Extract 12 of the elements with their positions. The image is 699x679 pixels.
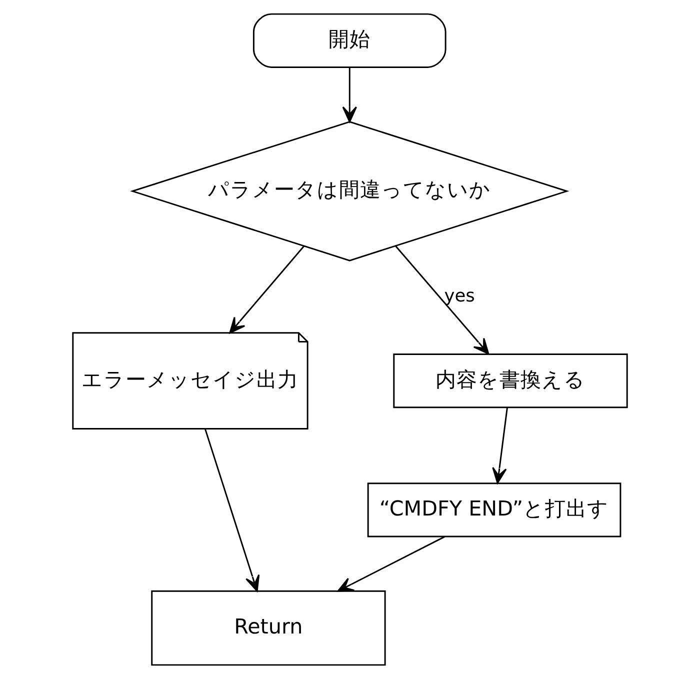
node-diamond: パラメータは間違ってないか	[130, 121, 569, 262]
node-box: 内容を書換える	[392, 354, 628, 408]
arrow	[204, 428, 260, 592]
arrow	[492, 408, 508, 484]
arrow	[342, 68, 356, 123]
arrow	[336, 536, 445, 592]
edge-label: yes	[444, 286, 474, 306]
node-box: “CMDFY END”と打出す	[366, 482, 621, 538]
node-box: Return	[150, 590, 386, 666]
node-box: 開始	[252, 13, 446, 68]
arrow	[228, 246, 304, 334]
arrow	[394, 246, 489, 355]
